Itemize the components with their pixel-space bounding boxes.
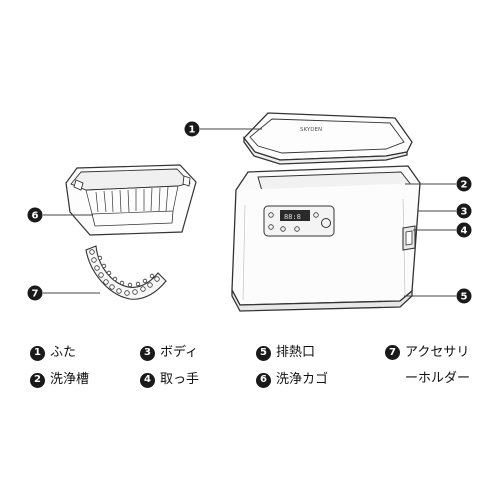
svg-text:88:8: 88:8 (284, 213, 301, 221)
svg-text:4: 4 (461, 226, 468, 237)
legend-badge: 3 (140, 345, 155, 361)
legend-item-2: 2 洗浄槽 (30, 372, 89, 388)
callout-badges: 1 2 3 4 5 6 7 (27, 121, 472, 304)
callout-badge-4: 4 (456, 222, 472, 238)
legend-badge: 2 (30, 372, 45, 388)
legend-item-6: 6 洗浄カゴ (256, 372, 328, 388)
legend-label: ふた (50, 345, 77, 360)
legend-item-4: 4 取っ手 (140, 372, 199, 388)
svg-text:1: 1 (189, 125, 196, 136)
legend-label: 取っ手 (160, 372, 200, 387)
callout-badge-3: 3 (456, 203, 472, 219)
lid: SKYDEN (243, 112, 413, 165)
legend-label: ボディ (160, 345, 199, 360)
main-body: 88:8 (231, 165, 421, 312)
svg-text:6: 6 (32, 211, 39, 222)
legend-item-7: 7 アクセサリ ーホルダー (385, 345, 470, 387)
legend-badge: 7 (385, 345, 400, 360)
legend-label-line2: ーホルダー (405, 371, 471, 386)
legend-item-3: 3 ボディ (140, 345, 198, 361)
legend-label-block: アクセサリ ーホルダー (405, 345, 470, 387)
legend-item-5: 5 排熱口 (256, 345, 315, 361)
svg-text:2: 2 (461, 180, 468, 191)
legend-badge: 4 (140, 372, 155, 388)
svg-text:5: 5 (461, 292, 468, 303)
callout-badge-2: 2 (456, 176, 472, 192)
callout-badge-5: 5 (456, 288, 472, 304)
callout-badge-1: 1 (184, 121, 200, 137)
legend-badge: 1 (30, 345, 45, 361)
callout-badge-7: 7 (27, 285, 43, 301)
accessory-holder (85, 245, 167, 300)
legend-badge: 6 (256, 372, 271, 388)
legend-label: 洗浄カゴ (276, 372, 329, 387)
legend-label-line1: アクセサリ (405, 345, 470, 360)
legend-badge: 5 (256, 345, 271, 361)
legend-item-1: 1 ふた (30, 345, 76, 361)
lid-brand-text: SKYDEN (300, 127, 322, 133)
legend-label: 排熱口 (276, 345, 316, 360)
svg-text:3: 3 (461, 207, 468, 218)
callout-badge-6: 6 (27, 207, 43, 223)
svg-text:7: 7 (32, 289, 39, 300)
washing-basket (65, 164, 197, 236)
legend-label: 洗浄槽 (50, 372, 90, 387)
leader-lines (43, 128, 456, 297)
